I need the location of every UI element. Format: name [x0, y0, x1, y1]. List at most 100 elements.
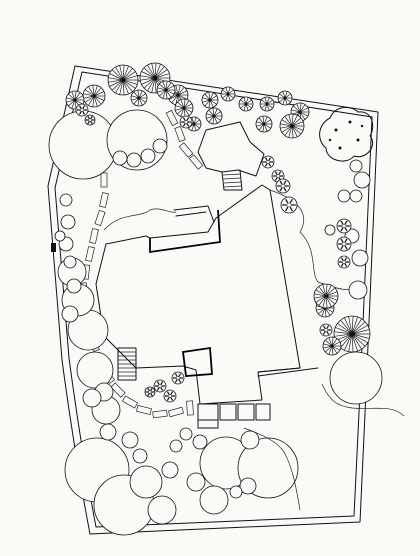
radial-tree-spoke — [122, 68, 133, 81]
textured-shrub-stroke — [268, 157, 272, 162]
stepping-stone — [188, 154, 204, 170]
textured-shrub-stroke — [182, 117, 186, 122]
radial-tree-spoke — [324, 307, 334, 313]
textured-shrub — [337, 255, 351, 269]
stepping-stone — [121, 395, 139, 409]
radial-tree-spoke — [318, 295, 327, 306]
radial-tree-spoke — [154, 63, 161, 79]
stepping-stone — [99, 192, 109, 208]
radial-tree-spoke — [177, 86, 185, 96]
radial-tree-spoke — [351, 333, 368, 344]
textured-shrub-stroke — [156, 386, 160, 391]
shrub — [59, 193, 73, 207]
radial-tree-spoke — [335, 327, 353, 335]
textured-shrubs — [75, 103, 352, 403]
textured-shrub-outline — [337, 255, 351, 269]
textured-shrub-outline — [261, 155, 275, 169]
radial-tree-trunk — [92, 94, 96, 98]
radial-tree-trunk — [182, 106, 186, 110]
radial-tree-spoke — [288, 125, 293, 138]
south-terrace-paving — [197, 367, 319, 429]
radial-tree — [220, 86, 236, 102]
textured-shrub-stroke — [279, 180, 283, 186]
pavilion-steps — [222, 173, 243, 188]
radial-tree-spoke — [111, 69, 124, 81]
radial-tree-spoke — [281, 125, 293, 133]
radial-tree-spoke — [141, 71, 156, 79]
stepping-stone — [136, 404, 152, 416]
textured-shrub-stroke — [278, 171, 282, 176]
south-west-steps — [117, 347, 137, 381]
textured-shrub-stroke — [89, 120, 93, 124]
east-garden-path — [269, 189, 357, 290]
shrub — [192, 434, 208, 450]
textured-shrub-stroke — [89, 116, 93, 120]
textured-shrub — [179, 115, 193, 129]
radial-tree — [82, 84, 106, 108]
textured-shrub — [171, 371, 185, 385]
radial-tree-trunk — [290, 124, 294, 128]
textured-shrub-stroke — [170, 396, 174, 401]
radial-tree-trunk — [208, 98, 212, 102]
radial-tree-spoke — [351, 315, 354, 335]
stepping-stone — [178, 142, 194, 158]
textured-shrub-stroke — [340, 226, 344, 232]
radial-tree-spoke — [291, 115, 298, 127]
radial-trees — [65, 62, 371, 356]
radial-tree-spoke — [299, 107, 309, 113]
radial-tree-spoke — [93, 87, 102, 97]
textured-shrub — [319, 323, 333, 337]
west-garden-path — [103, 208, 177, 231]
radial-tree-trunk — [283, 96, 287, 100]
radial-tree-spoke — [343, 333, 353, 351]
stepping-stone — [100, 172, 108, 188]
shrub — [140, 148, 156, 164]
radial-tree-spoke — [93, 95, 98, 107]
radial-tree-spoke — [351, 324, 368, 335]
textured-shrub-stroke — [156, 381, 160, 386]
shrub — [186, 472, 206, 492]
radial-tree-spoke — [154, 66, 165, 79]
textured-shrub-stroke — [322, 330, 326, 335]
radial-tree-spoke — [122, 79, 138, 85]
radial-tree-spoke — [325, 291, 338, 297]
radial-tree-spoke — [351, 333, 358, 352]
radial-tree-spoke — [74, 99, 84, 105]
radial-tree-spoke — [154, 73, 170, 79]
radial-tree — [130, 89, 148, 107]
textured-shrub-stroke — [264, 157, 268, 162]
textured-shrub — [144, 386, 156, 398]
radial-tree-spoke — [284, 125, 293, 136]
radial-tree-spoke — [314, 295, 327, 299]
radial-tree-spoke — [119, 79, 124, 95]
shrub — [54, 230, 66, 242]
radial-tree-spoke — [348, 316, 353, 335]
radial-tree-spoke — [108, 79, 124, 83]
radial-tree-spoke — [140, 75, 156, 79]
radial-tree-spoke — [154, 62, 157, 79]
shrub — [348, 280, 368, 300]
tree-canopy — [129, 465, 163, 499]
terrace-edge — [149, 209, 221, 377]
textured-shrub-stroke — [174, 373, 178, 378]
radial-tree-spoke — [177, 90, 188, 96]
textured-shrub-stroke — [182, 122, 186, 127]
radial-tree-spoke — [143, 67, 156, 79]
radial-tree-spoke — [337, 323, 353, 335]
textured-shrub-outline — [75, 103, 89, 117]
textured-shrub-stroke — [340, 257, 344, 262]
shrub-circles — [54, 138, 371, 499]
shrub — [126, 152, 142, 168]
textured-shrub-stroke — [82, 105, 86, 110]
radial-tree-spoke — [291, 114, 294, 127]
south-boundary-curve — [243, 427, 301, 511]
large-tree-canopies — [48, 109, 383, 536]
tree-canopy — [48, 110, 118, 180]
shrub — [61, 305, 79, 323]
stepping-stone — [174, 125, 186, 143]
shrub — [63, 255, 77, 269]
textured-shrub-stroke — [285, 206, 289, 212]
radial-tree-spoke — [92, 85, 95, 97]
radial-tree-spoke — [83, 95, 95, 99]
radial-tree-spoke — [165, 85, 175, 91]
